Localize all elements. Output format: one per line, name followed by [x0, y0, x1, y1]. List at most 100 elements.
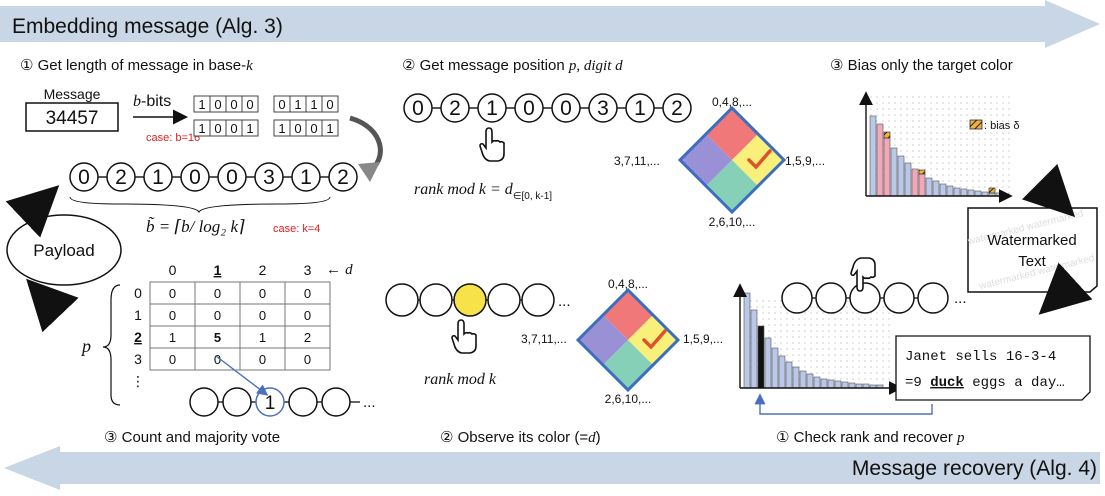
row-header: 3: [134, 351, 142, 367]
vote-token: [288, 387, 318, 417]
hist-bar: [918, 173, 926, 197]
case-b-note: case: b=16: [146, 132, 200, 144]
message-box: [25, 102, 119, 132]
embed-step1-title: ① Get length of message in base-k: [20, 57, 253, 74]
hist-bar: [960, 188, 968, 197]
bit-value: 0: [246, 97, 253, 112]
vote-count: 0: [214, 352, 221, 367]
rank-bar: [799, 370, 807, 389]
vote-count: 0: [169, 286, 176, 301]
embedding-title: Embedding message (Alg. 3): [12, 15, 283, 38]
vote-count: 0: [304, 308, 311, 323]
vote-link-arrow: [215, 355, 269, 396]
position-token-value: 1: [486, 97, 498, 120]
digit-token: [143, 162, 173, 192]
bit-value: 0: [230, 121, 237, 136]
digit-token-value: 1: [152, 166, 164, 189]
recovered-text-line2: =9 duck eggs a day…: [905, 375, 1065, 391]
bit-cell: [241, 119, 259, 137]
hist-bar: [904, 162, 912, 197]
color-diamond-embed: [677, 105, 787, 215]
position-token: [403, 93, 433, 123]
bit-cell: [321, 95, 339, 113]
hist-bar: [925, 177, 933, 197]
recover-step1-title: ① Check rank and recover p: [776, 429, 965, 446]
vote-count: 1: [169, 330, 176, 345]
hist-bar: [869, 115, 877, 197]
position-token-value: 2: [449, 97, 461, 120]
p-brace: [102, 284, 121, 406]
digit-token-value: 0: [78, 166, 90, 189]
bit-value: 1: [198, 121, 205, 136]
bit-value: 1: [278, 121, 285, 136]
p-axis-label: p: [80, 336, 91, 356]
position-token-value: 1: [634, 97, 646, 120]
hist-bar: [897, 155, 905, 197]
rank-bar: [757, 325, 765, 389]
vote-token: [222, 387, 252, 417]
diamond1-bottom-label: 2,6,10,...: [709, 215, 756, 229]
rank-bar: [750, 309, 758, 389]
recover-step3-title: ③ Count and majority vote: [104, 429, 280, 446]
digit-token: [217, 162, 247, 192]
diamond-border: [575, 287, 681, 393]
payload-label: Payload: [33, 241, 94, 260]
length-brace: [69, 196, 331, 214]
vote-count: 2: [304, 330, 311, 345]
position-token-value: 2: [671, 97, 683, 120]
row-header: 2: [134, 329, 142, 345]
bit-value: 0: [214, 97, 221, 112]
bit-cell: [321, 119, 339, 137]
length-formula: b̃ = ⌈b/ log₂ k⌉: [146, 217, 245, 236]
recover-token: [849, 282, 881, 314]
vote-token: [189, 387, 219, 417]
observed-token: [521, 283, 555, 317]
position-token: [477, 93, 507, 123]
position-token: [625, 93, 655, 123]
recovery-band: [4, 446, 1100, 490]
vote-count: 0: [259, 352, 266, 367]
diamond2-right-label: 1,5,9,...: [683, 332, 723, 346]
digit-token-value: 0: [226, 166, 238, 189]
digit-token: [291, 162, 321, 192]
col-header: 3: [304, 262, 312, 278]
diamond-border: [677, 105, 787, 215]
recover-token: [883, 282, 915, 314]
hist-bar: [890, 147, 898, 197]
recovered-text-box: [895, 335, 1091, 401]
embedding-band: [0, 0, 1100, 48]
vote-count: 0: [169, 352, 176, 367]
rank-bar: [785, 361, 793, 389]
bit-value: 0: [326, 97, 333, 112]
bias-bar: [883, 131, 891, 139]
rank-bar: [771, 347, 779, 389]
diamond2-top-label: 0,4,8,...: [608, 277, 648, 291]
arrow-payload-to-embed: [5, 185, 60, 238]
diamond2-left-label: 3,7,11,...: [521, 332, 567, 346]
observed-token-circles: ...: [385, 283, 571, 317]
rank-mod-formula: rank mod k = d∈[0, k-1]: [414, 181, 552, 202]
diamond1-left-label: 3,7,11,...: [614, 154, 660, 168]
hist-bar: [939, 183, 947, 197]
position-token: [588, 93, 618, 123]
observed-token: [419, 283, 453, 317]
row-header: 1: [134, 307, 142, 323]
bit-cell: [241, 95, 259, 113]
observed-token: [453, 283, 487, 317]
digit-token: [106, 162, 136, 192]
vote-count: 0: [214, 286, 221, 301]
position-token-value: 0: [412, 97, 424, 120]
voted-digit: 1: [265, 393, 276, 414]
vote-count: 0: [304, 352, 311, 367]
curved-arrow-head: [358, 162, 380, 182]
hist-bar: [953, 187, 961, 197]
rank-bar: [792, 366, 800, 389]
bias-bar: [988, 187, 996, 194]
bit-value: 1: [246, 121, 253, 136]
hist-bar: [974, 190, 982, 197]
hist2-grid-bg: [742, 300, 892, 388]
vote-token: [321, 387, 351, 417]
digit-token-value: 3: [263, 166, 275, 189]
